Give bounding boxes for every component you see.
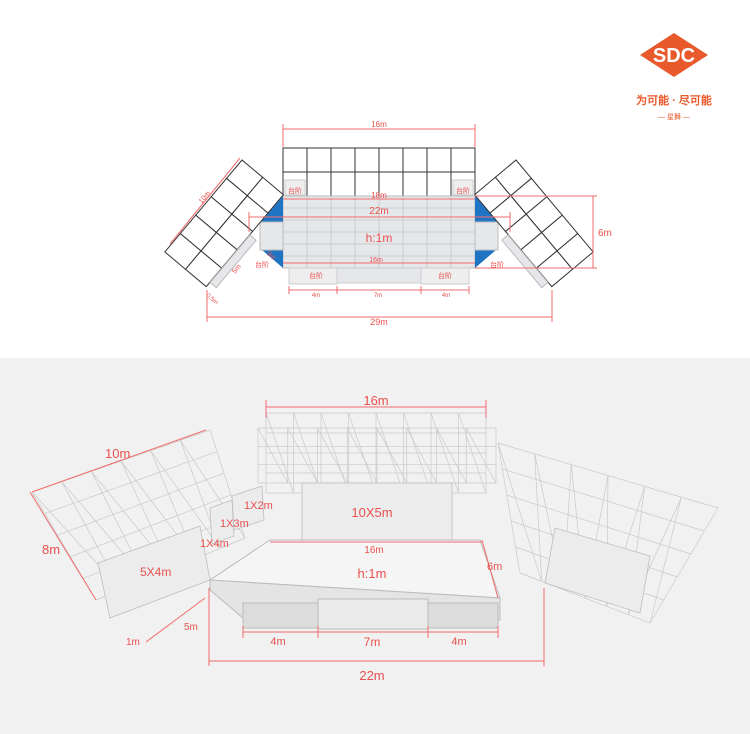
grid-cell (378, 147, 404, 173)
grid-cell (282, 147, 308, 173)
plan-diagram: SDC 为可能 · 尽可能 — 星舞 — 16m 台阶 台阶 台阶 台阶 台阶 … (164, 33, 712, 327)
dim-front-right: 4m (451, 636, 466, 648)
dim-stage-width: 22m (369, 206, 388, 217)
step-label: 台阶 (255, 260, 269, 269)
stage-height: h:1m (358, 566, 387, 581)
dim-total-width: 29m (370, 317, 388, 327)
dim-stage-front: 16m (369, 257, 383, 264)
logo-sub: — 星舞 — (658, 112, 690, 121)
sdc-logo: SDC 为可能 · 尽可能 — 星舞 — (636, 33, 712, 121)
dim-top-width: 16m (363, 393, 388, 408)
dim-depth: 6m (487, 561, 502, 573)
dim-wing-length: 10m (105, 446, 130, 461)
left-wing-grid (164, 159, 285, 288)
dim-front-left: 4m (270, 636, 285, 648)
label-screen-1x3: 1X3m (220, 518, 249, 530)
dim-depth: 6m (598, 228, 612, 239)
grid-cell (402, 147, 428, 173)
stage-height: h:1m (366, 231, 393, 245)
grid-cell (426, 147, 452, 173)
label-center-screen: 10X5m (351, 505, 392, 520)
grid-cell (330, 147, 356, 173)
dim-stage-front: 16m (364, 545, 383, 556)
dim-front-left: 4m (312, 293, 320, 299)
3d-render-view: 16m 10m 8m 10X5m 1X2m 1X3m 1X4m 5X4m 16m… (0, 358, 750, 734)
dim-wing-height: 8m (42, 542, 60, 557)
dim-ramp-small: 3m (265, 250, 277, 262)
dim-ramp-length: 5m (231, 263, 243, 275)
dim-ramp-width: 1m (126, 637, 140, 648)
grid-cell (402, 171, 428, 197)
logo-slogan: 为可能 · 尽可能 (636, 93, 712, 107)
step-label: 台阶 (309, 271, 323, 280)
grid-cell (330, 171, 356, 197)
step-label: 台阶 (490, 260, 504, 269)
right-wing-grid (473, 159, 594, 288)
dim-ramp-length: 5m (184, 622, 198, 633)
dim-front-center: 7m (374, 293, 382, 299)
dim-top-width: 16m (371, 120, 387, 129)
front-ramp (317, 598, 429, 630)
label-screen-1x4: 1X4m (200, 538, 229, 550)
side-screen-1x3 (209, 499, 235, 545)
step-label: 台阶 (288, 186, 302, 195)
grid-cell (306, 147, 332, 173)
grid-cell (450, 147, 476, 173)
blue-wedge (262, 250, 283, 268)
dim-stage-inner: 18m (371, 191, 387, 200)
render-diagram: 16m 10m 8m 10X5m 1X2m 1X3m 1X4m 5X4m 16m… (29, 393, 719, 683)
label-wing-screen: 5X4m (140, 565, 171, 579)
step-label: 台阶 (456, 186, 470, 195)
step-label: 台阶 (438, 271, 452, 280)
grid-cell (306, 171, 332, 197)
dim-front-right: 4m (442, 293, 450, 299)
blue-wedge (475, 250, 496, 268)
dim-front-center: 7m (364, 635, 381, 649)
right-wing-screen (544, 527, 651, 614)
dim-total-width: 22m (359, 668, 384, 683)
top-screen-grid (282, 147, 476, 197)
plan-view: SDC 为可能 · 尽可能 — 星舞 — 16m 台阶 台阶 台阶 台阶 台阶 … (0, 0, 750, 358)
grid-cell (354, 147, 380, 173)
grid-cell (426, 171, 452, 197)
label-screen-1x2: 1X2m (244, 500, 273, 512)
front-steps-right (427, 602, 499, 629)
logo-mark: SDC (653, 45, 695, 67)
front-steps-left (242, 602, 319, 629)
